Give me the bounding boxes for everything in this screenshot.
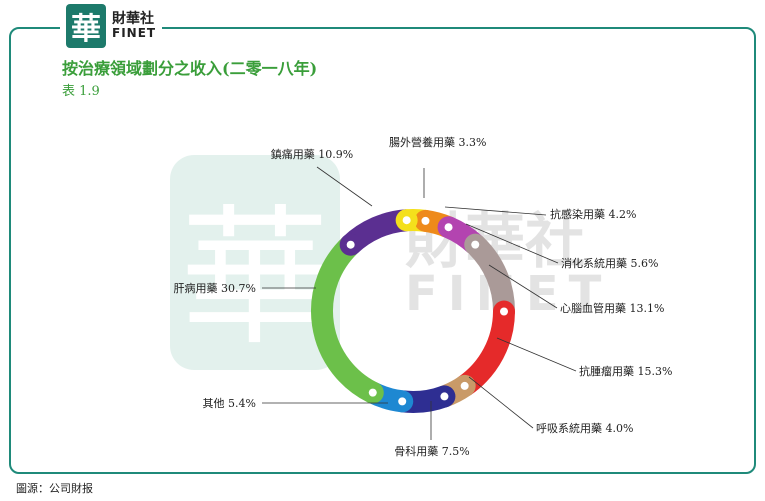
slice-label: 肝病用藥 30.7% [174, 281, 256, 295]
slice-labels: 腸外營養用藥 3.3% 抗感染用藥 4.2% 消化系統用藥 5.6% 心腦血管用藥 1… [174, 135, 673, 458]
logo-cn: 財華社 [112, 11, 154, 28]
leader-line [496, 337, 577, 372]
slice-label: 消化系統用藥 5.6% [561, 256, 658, 270]
slice-dot [421, 216, 430, 225]
chart-subtitle: 表 1.9 [62, 84, 100, 99]
slice-label: 心腦血管用藥 13.1% [560, 301, 664, 315]
slice-dot [346, 240, 355, 249]
slice-dot [368, 388, 377, 397]
leader-line [465, 223, 559, 264]
slice-label: 抗腫瘤用藥 15.3% [579, 364, 672, 378]
chart-title: 按治療領域劃分之收入(二零一八年) [62, 59, 318, 78]
slice-label: 其他 5.4% [203, 397, 256, 410]
slice-dot [460, 381, 469, 390]
leader-line [468, 376, 534, 429]
donut-slice [458, 311, 515, 395]
leader-lines [262, 166, 577, 440]
leader-line [488, 264, 558, 309]
slice-dot [398, 397, 407, 406]
logo-text: 財華社 FINET [112, 12, 156, 39]
slice-dot [444, 223, 453, 232]
source-note: 圖源：公司財报 [16, 482, 93, 495]
slice-dot [440, 392, 449, 401]
slice-dot [471, 240, 480, 249]
watermark-mark: 華 [180, 192, 330, 366]
logo-mark: 華 [66, 4, 106, 48]
finet-logo: 華 財華社 FINET [60, 4, 163, 48]
slice-label: 呼吸系統用藥 4.0% [536, 421, 633, 435]
slice-label: 腸外營養用藥 3.3% [389, 135, 486, 149]
leader-line [316, 166, 373, 207]
donut-slice [311, 236, 378, 403]
slice-label: 鎮痛用藥 10.9% [271, 147, 353, 161]
slice-label: 抗感染用藥 4.2% [550, 207, 636, 221]
logo-en: FINET [112, 26, 157, 41]
watermark-mark-bg [170, 155, 340, 370]
slice-dot [402, 216, 411, 225]
slice-dot [499, 307, 508, 316]
watermark: 華 財華社 FINET [170, 155, 601, 370]
leader-line [444, 206, 547, 216]
slice-label: 骨科用藥 7.5% [394, 444, 469, 458]
